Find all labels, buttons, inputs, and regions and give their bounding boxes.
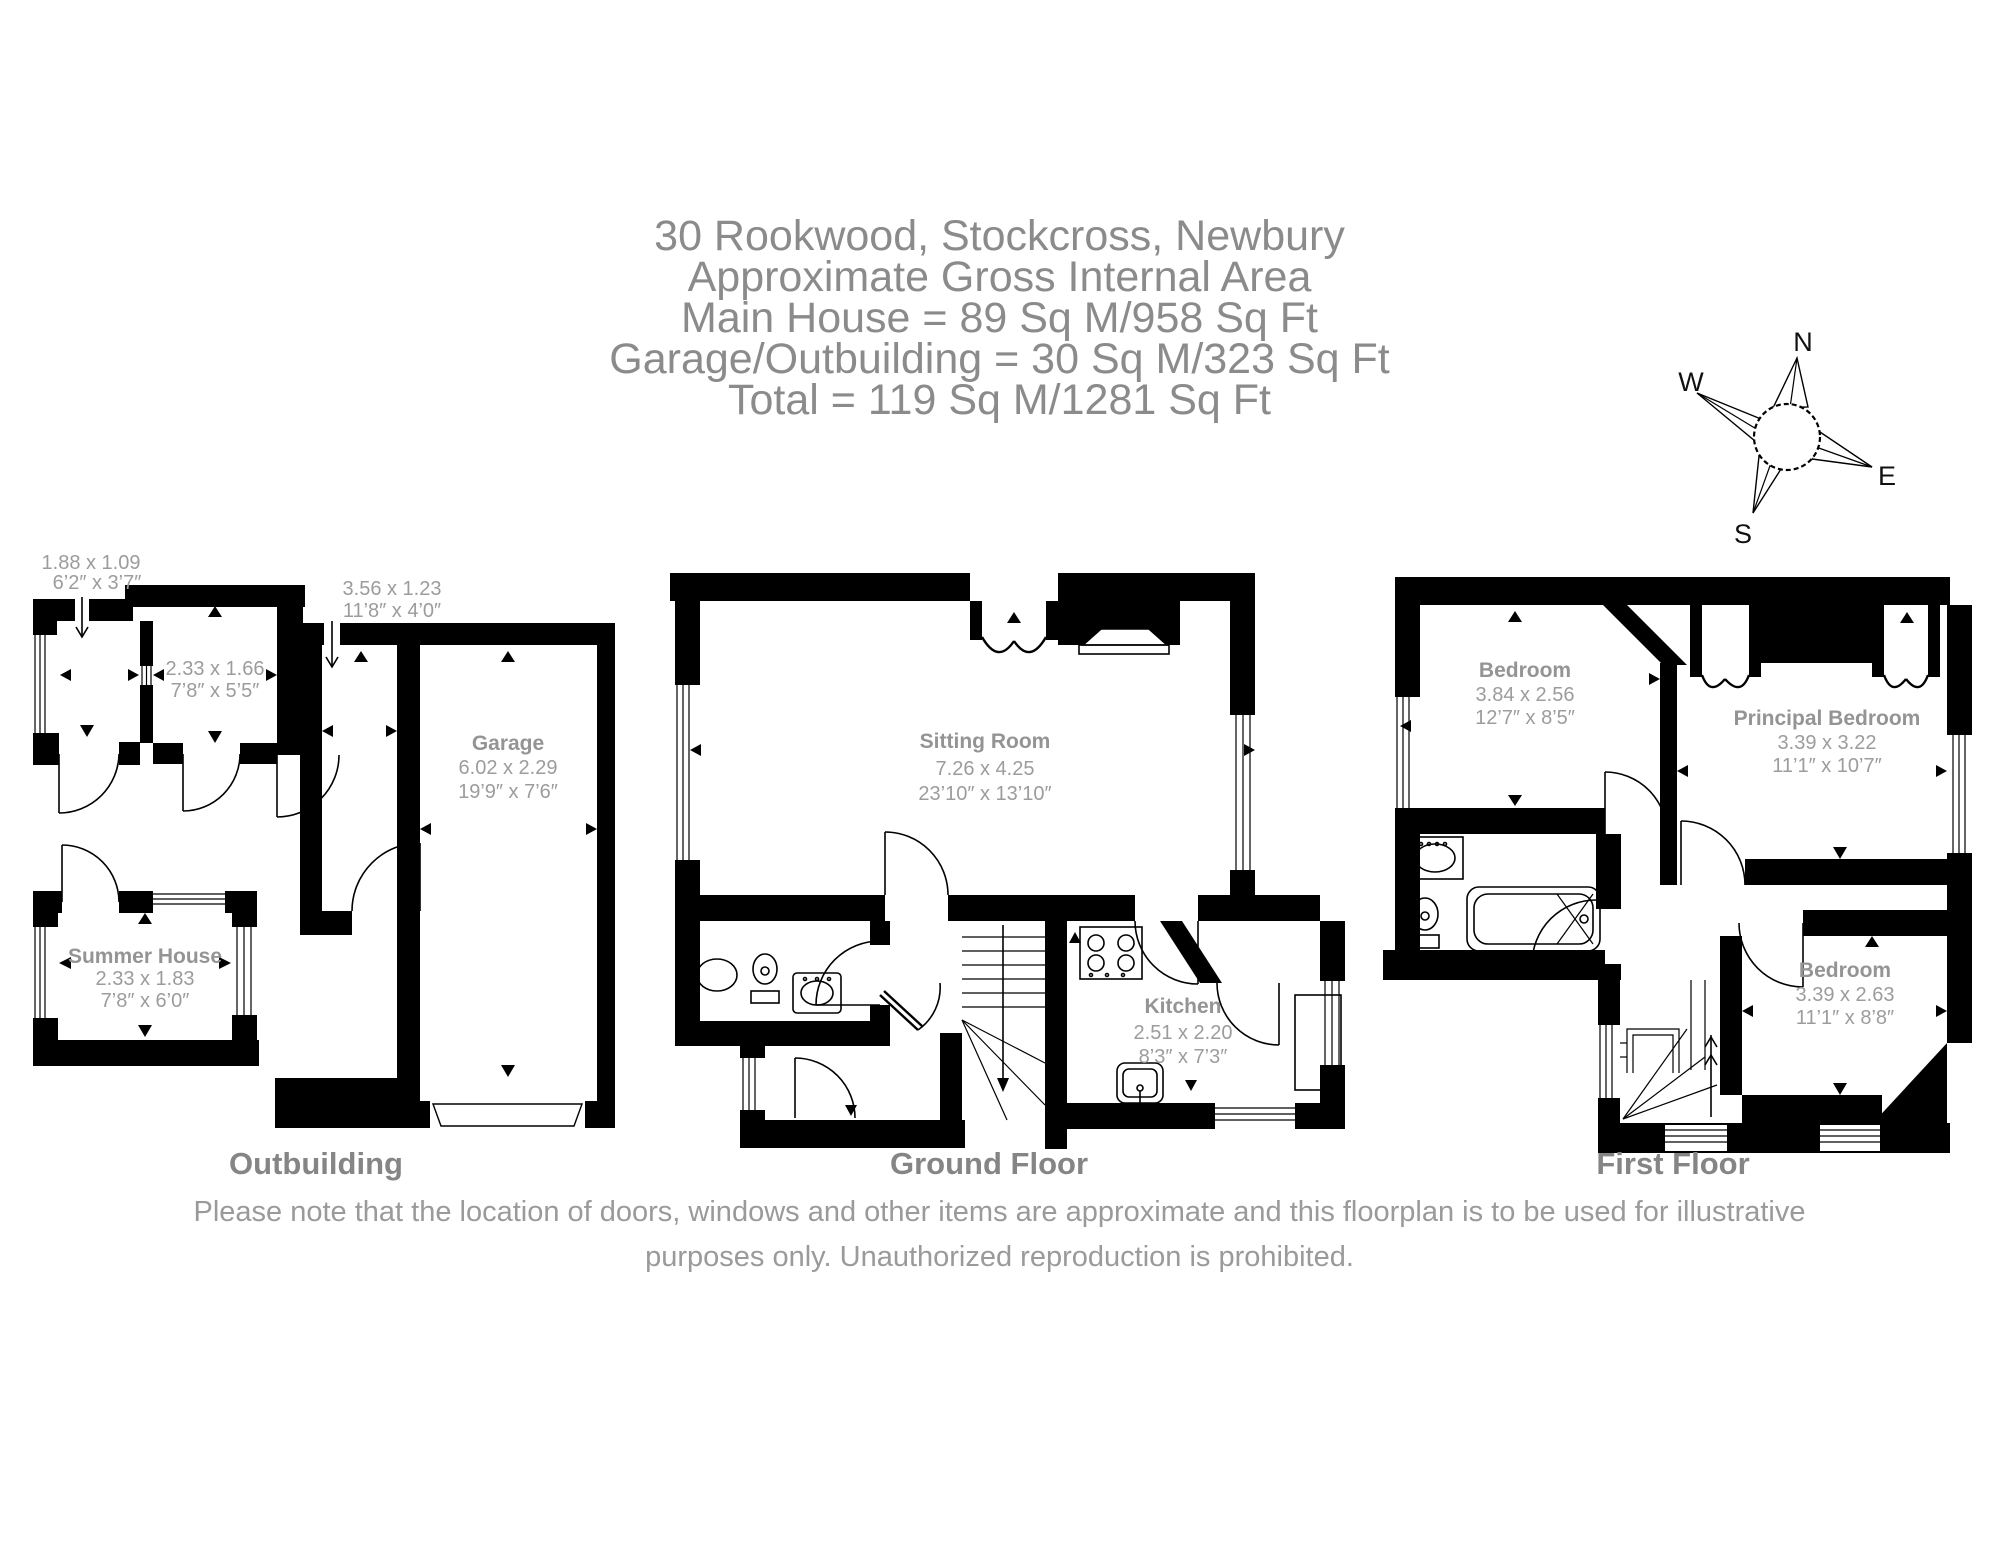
store1-dims-ft: 6’2″ x 3’7″ <box>53 572 142 594</box>
kitchen-name: Kitchen <box>1144 995 1221 1018</box>
title-line-area: Approximate Gross Internal Area <box>687 253 1312 301</box>
first-measure-arrows <box>1400 611 1947 1095</box>
title-block: 30 Rookwood, Stockcross, Newbury Approxi… <box>0 212 1999 424</box>
bathroom-toilet-bowl <box>1411 897 1439 931</box>
wc-toilet-cistern <box>750 990 780 1004</box>
bathroom-basin <box>1406 836 1464 880</box>
bedroom3-name: Bedroom <box>1799 959 1891 982</box>
title-line-main-house: Main House = 89 Sq M/958 Sq Ft <box>681 294 1318 342</box>
compass-west-label: W <box>1678 367 1704 397</box>
title-line-total: Total = 119 Sq M/1281 Sq Ft <box>727 376 1271 424</box>
ground-floor-floorplan: Sitting Room 7.26 x 4.25 23’10″ x 13’10″… <box>670 573 1345 1149</box>
entrance-cupboard <box>1078 628 1170 655</box>
first-floor-windows <box>1396 697 1966 1143</box>
first-floor-walls <box>1383 577 1972 1153</box>
ground-floor-label: Ground Floor <box>889 1146 1089 1181</box>
title-line-address: 30 Rookwood, Stockcross, Newbury <box>654 212 1345 260</box>
bathroom-toilet-cistern <box>1410 934 1440 949</box>
compass-rose-icon: N E S W <box>1678 327 1896 549</box>
compass-pointers <box>1696 355 1873 514</box>
principal-bedroom-dims-m: 3.39 x 3.22 <box>1778 732 1877 754</box>
outbuilding-doors <box>58 753 583 1127</box>
garage-name: Garage <box>472 732 544 755</box>
ground-room-labels: Sitting Room 7.26 x 4.25 23’10″ x 13’10″… <box>918 730 1232 1068</box>
summer-house-dims-m: 2.33 x 1.83 <box>96 968 195 990</box>
ground-floor-windows <box>676 685 1340 1121</box>
compass-east-label: E <box>1878 461 1896 491</box>
wc-fixtures <box>696 953 842 1014</box>
outbuilding-measure-arrows <box>59 597 597 1077</box>
sitting-room-name: Sitting Room <box>920 730 1051 753</box>
summer-house-dims-ft: 7’8″ x 6’0″ <box>101 990 190 1012</box>
kitchen-fixtures <box>1079 926 1164 1104</box>
first-floor-stairs <box>1620 980 1718 1120</box>
principal-bedroom-name: Principal Bedroom <box>1734 707 1921 730</box>
wc-toilet-bowl <box>752 953 778 985</box>
outbuilding-floorplan: 1.88 x 1.09 6’2″ x 3’7″ 2.33 x 1.66 7’8″… <box>33 555 615 1128</box>
title-line-garage: Garage/Outbuilding = 30 Sq M/323 Sq Ft <box>609 335 1390 383</box>
sitting-room-dims-m: 7.26 x 4.25 <box>936 758 1035 780</box>
ground-floor-doors <box>794 636 1280 1119</box>
bedroom1-dims-ft: 12’7″ x 8’5″ <box>1475 707 1575 729</box>
disclaimer-line-1: Please note that the location of doors, … <box>193 1196 1806 1228</box>
rear-alcove <box>1294 994 1342 1091</box>
first-floor-label: First Floor <box>1596 1146 1750 1181</box>
first-floor-floorplan: Bedroom 3.84 x 2.56 12’7″ x 8’5″ Princip… <box>1383 577 1972 1153</box>
ground-stairs <box>961 925 1046 1121</box>
bathtub <box>1466 886 1601 952</box>
principal-bedroom-dims-ft: 11’1″ x 10’7″ <box>1772 755 1881 777</box>
outbuilding-walls <box>33 585 615 1128</box>
sitting-room-dims-ft: 23’10″ x 13’10″ <box>918 783 1051 805</box>
first-floor-doors <box>1531 674 1930 988</box>
corridor-dims-ft: 11’8″ x 4’0″ <box>343 600 441 622</box>
outbuilding-windows <box>34 635 252 1018</box>
wc-basin <box>696 958 738 992</box>
bedroom1-dims-m: 3.84 x 2.56 <box>1476 684 1575 706</box>
bedroom3-dims-m: 3.39 x 2.63 <box>1796 984 1895 1006</box>
disclaimer-line-2: purposes only. Unauthorized reproduction… <box>645 1241 1354 1273</box>
store2-dims-ft: 7’8″ x 5’5″ <box>171 680 260 702</box>
ground-measure-arrows <box>690 612 1255 1116</box>
disclaimer: Please note that the location of doors, … <box>0 1190 1999 1280</box>
compass-north-label: N <box>1793 327 1813 357</box>
store1-dims-m: 1.88 x 1.09 <box>42 555 141 574</box>
wc-vanity <box>792 972 842 1014</box>
garage-door <box>432 1103 583 1127</box>
store2-dims-m: 2.33 x 1.66 <box>166 658 265 680</box>
first-room-labels: Bedroom 3.84 x 2.56 12’7″ x 8’5″ Princip… <box>1475 659 1920 1029</box>
stove <box>1079 926 1143 980</box>
kitchen-dims-ft: 8’3″ x 7’3″ <box>1139 1046 1228 1068</box>
outbuilding-label: Outbuilding <box>229 1146 403 1181</box>
bedroom1-name: Bedroom <box>1479 659 1571 682</box>
outbuilding-room-labels: 1.88 x 1.09 6’2″ x 3’7″ 2.33 x 1.66 7’8″… <box>42 555 558 1012</box>
garage-dims-ft: 19’9″ x 7’6″ <box>458 781 558 803</box>
summer-house-name: Summer House <box>68 945 222 968</box>
garage-dims-m: 6.02 x 2.29 <box>459 757 558 779</box>
kitchen-dims-m: 2.51 x 2.20 <box>1134 1022 1233 1044</box>
bathroom-fixtures <box>1406 836 1601 952</box>
ground-floor-walls <box>670 573 1345 1149</box>
corridor-dims-m: 3.56 x 1.23 <box>343 578 442 600</box>
compass-south-label: S <box>1734 519 1752 549</box>
bedroom3-dims-ft: 11’1″ x 8’8″ <box>1796 1007 1894 1029</box>
